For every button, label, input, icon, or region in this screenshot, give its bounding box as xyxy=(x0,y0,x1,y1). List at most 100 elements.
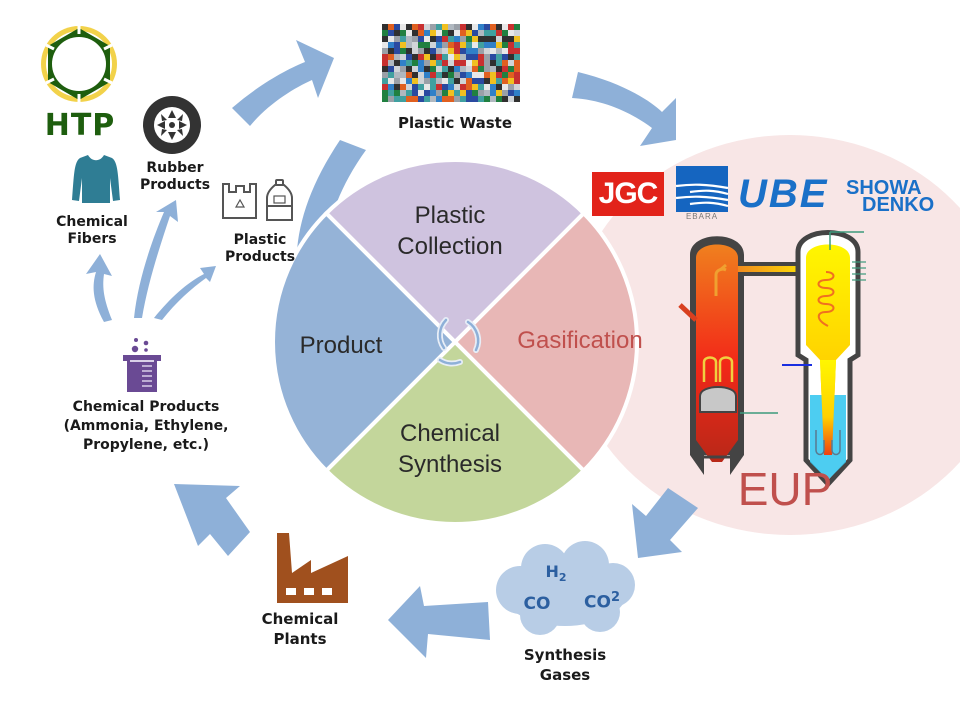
chemical-fibers-label: Chemical Fibers xyxy=(42,214,142,248)
waste-pixel xyxy=(502,72,508,78)
waste-pixel xyxy=(460,30,466,36)
waste-pixel xyxy=(496,72,502,78)
waste-pixel xyxy=(394,54,400,60)
waste-pixel xyxy=(502,24,508,30)
waste-pixel xyxy=(484,72,490,78)
waste-pixel xyxy=(412,72,418,78)
arrow-to-chemical-products xyxy=(174,484,250,556)
waste-pixel xyxy=(430,36,436,42)
waste-pixel xyxy=(466,54,472,60)
waste-pixel xyxy=(406,84,412,90)
waste-pixel xyxy=(406,30,412,36)
waste-pixel xyxy=(400,60,406,66)
waste-pixel xyxy=(400,30,406,36)
waste-pixel xyxy=(388,24,394,30)
waste-pixel xyxy=(502,36,508,42)
waste-pixel xyxy=(490,66,496,72)
process-cycle-pie xyxy=(271,158,639,526)
waste-pixel xyxy=(496,90,502,96)
waste-pixel xyxy=(418,54,424,60)
waste-pixel xyxy=(406,78,412,84)
chemical-fibers-line-2: Fibers xyxy=(67,231,117,248)
waste-pixel xyxy=(406,36,412,42)
waste-pixel xyxy=(496,60,502,66)
waste-pixel xyxy=(448,36,454,42)
waste-pixel xyxy=(502,54,508,60)
waste-pixel xyxy=(382,90,388,96)
waste-pixel xyxy=(490,42,496,48)
gasification-line-1: Gasification xyxy=(517,327,643,354)
waste-pixel xyxy=(418,72,424,78)
waste-pixel xyxy=(466,30,472,36)
waste-pixel xyxy=(418,66,424,72)
waste-pixel xyxy=(418,36,424,42)
plastic-collection-line-1: Plastic xyxy=(414,202,486,229)
waste-pixel xyxy=(442,42,448,48)
waste-pixel xyxy=(388,78,394,84)
eup-background xyxy=(570,135,960,535)
waste-pixel xyxy=(412,60,418,66)
waste-pixel xyxy=(406,42,412,48)
waste-pixel xyxy=(406,48,412,54)
waste-pixel xyxy=(460,84,466,90)
waste-pixel xyxy=(394,30,400,36)
waste-pixel xyxy=(454,42,460,48)
chemical-plants-line-1: Chemical xyxy=(261,610,339,628)
waste-pixel xyxy=(460,54,466,60)
waste-pixel xyxy=(388,72,394,78)
waste-pixel xyxy=(514,30,520,36)
waste-pixel xyxy=(460,48,466,54)
waste-pixel xyxy=(436,48,442,54)
waste-pixel xyxy=(400,90,406,96)
waste-pixel xyxy=(382,36,388,42)
waste-pixel xyxy=(436,24,442,30)
rubber-products-line-1: Rubber xyxy=(146,160,204,176)
waste-pixel xyxy=(442,84,448,90)
waste-pixel xyxy=(502,66,508,72)
waste-pixel xyxy=(460,24,466,30)
waste-pixel xyxy=(472,84,478,90)
waste-pixel xyxy=(400,24,406,30)
waste-pixel xyxy=(484,60,490,66)
waste-pixel xyxy=(454,54,460,60)
synthesis-gases-label: Synthesis Gases xyxy=(510,646,620,685)
waste-pixel xyxy=(484,30,490,36)
waste-pixel xyxy=(436,42,442,48)
waste-pixel xyxy=(406,54,412,60)
waste-pixel xyxy=(388,36,394,42)
waste-pixel xyxy=(388,84,394,90)
waste-pixel xyxy=(418,60,424,66)
waste-pixel xyxy=(460,72,466,78)
jgc-logo: JGC xyxy=(592,172,664,216)
waste-pixel xyxy=(496,30,502,36)
waste-pixel xyxy=(436,54,442,60)
waste-pixel xyxy=(466,78,472,84)
waste-pixel xyxy=(490,84,496,90)
waste-pixel xyxy=(496,54,502,60)
waste-pixel xyxy=(418,90,424,96)
arrow-to-rubber-products xyxy=(134,200,178,318)
waste-pixel xyxy=(478,72,484,78)
waste-pixel xyxy=(436,78,442,84)
gasifier-diagram-icon xyxy=(678,230,866,488)
shirt-icon xyxy=(72,155,120,203)
waste-pixel xyxy=(400,84,406,90)
waste-pixel xyxy=(424,36,430,42)
waste-pixel xyxy=(478,54,484,60)
waste-pixel xyxy=(394,90,400,96)
plastic-products-line-1: Plastic xyxy=(233,232,287,248)
waste-pixel xyxy=(442,72,448,78)
waste-pixel xyxy=(508,90,514,96)
waste-pixel xyxy=(508,96,514,102)
gas-co2: CO2 xyxy=(584,590,620,613)
waste-pixel xyxy=(508,36,514,42)
waste-pixel xyxy=(484,48,490,54)
waste-pixel xyxy=(466,24,472,30)
waste-pixel xyxy=(484,96,490,102)
waste-pixel xyxy=(418,96,424,102)
waste-pixel xyxy=(514,60,520,66)
segment-label-product: Product xyxy=(286,330,396,361)
waste-pixel xyxy=(472,54,478,60)
pie-segment-gasification xyxy=(452,210,639,474)
waste-pixel xyxy=(478,36,484,42)
